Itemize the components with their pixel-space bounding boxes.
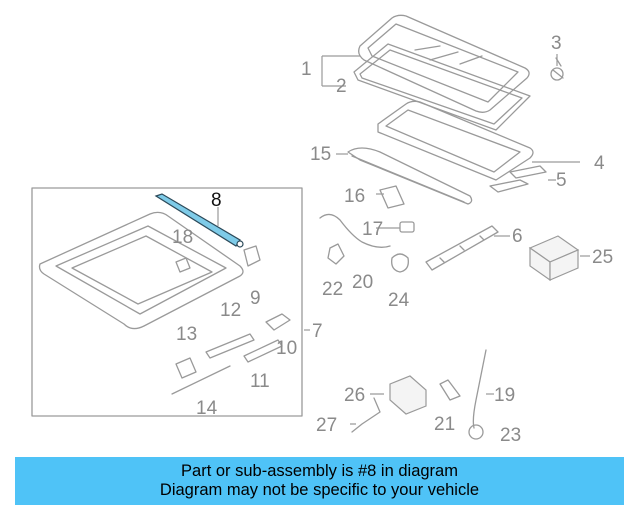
banner-line-2: Diagram may not be specific to your vehi… [159,481,480,499]
clip-part [379,185,405,209]
callout-8: 8 [211,190,222,211]
info-banner: Part or sub-assembly is #8 in diagram Di… [15,457,624,505]
guide-12-part [205,333,255,359]
highlighted-part-8 [154,193,241,247]
drain-tube-part [472,349,487,429]
callout-24: 24 [388,290,410,311]
guide-rail-part [425,225,499,271]
callout-5: 5 [556,170,567,191]
front-rail-part-highlighted [154,193,244,248]
callout-26: 26 [344,385,365,406]
motor-part [391,253,409,273]
guide-11-part [243,339,283,363]
callout-9: 9 [250,288,261,309]
banner-line-1: Part or sub-assembly is #8 in diagram [181,462,458,480]
callout-23: 23 [500,425,521,446]
callout-1: 1 [301,59,312,80]
glass-seal-part [353,43,531,131]
callout-7: 7 [312,321,323,342]
clamp-part [327,243,345,265]
sunroof-frame-part [38,211,244,330]
drain-hose-part [319,213,391,248]
grommet-part [439,379,461,401]
motor-unit-part [351,375,427,433]
screw-part [399,221,415,233]
link-10-part [265,313,291,331]
callout-2: 2 [336,76,347,97]
callout-11: 11 [250,371,270,392]
bracket-part [489,165,547,193]
callout-27: 27 [316,415,337,436]
deflector-part [347,147,473,205]
bracket-9-part [243,245,261,267]
callout-19: 19 [494,385,515,406]
clip-18-part [175,257,191,273]
callout-15: 15 [310,144,331,165]
parts-diagram: 1 2 3 4 5 6 7 8 9 10 11 12 13 14 15 16 1… [31,14,613,446]
callout-6: 6 [512,226,523,247]
callout-3: 3 [551,33,562,54]
callout-20: 20 [352,272,373,293]
glass-panel-part [358,14,530,113]
callout-4: 4 [594,153,605,174]
callout-13: 13 [176,324,197,345]
callout-12: 12 [220,300,241,321]
subassembly-frame [31,187,303,417]
callout-22: 22 [322,279,343,300]
leader-lines [217,54,590,425]
callout-17: 17 [362,219,383,240]
callout-10: 10 [276,338,297,359]
block-13-part [175,357,197,379]
callout-18: 18 [172,227,193,248]
callout-25: 25 [592,247,613,268]
callout-16: 16 [344,186,365,207]
frame-part [377,100,534,181]
cable-14-part [171,365,231,395]
clip-23-part [468,424,484,440]
callout-21: 21 [434,414,455,435]
control-module-part [528,235,580,282]
callout-14: 14 [196,398,218,419]
